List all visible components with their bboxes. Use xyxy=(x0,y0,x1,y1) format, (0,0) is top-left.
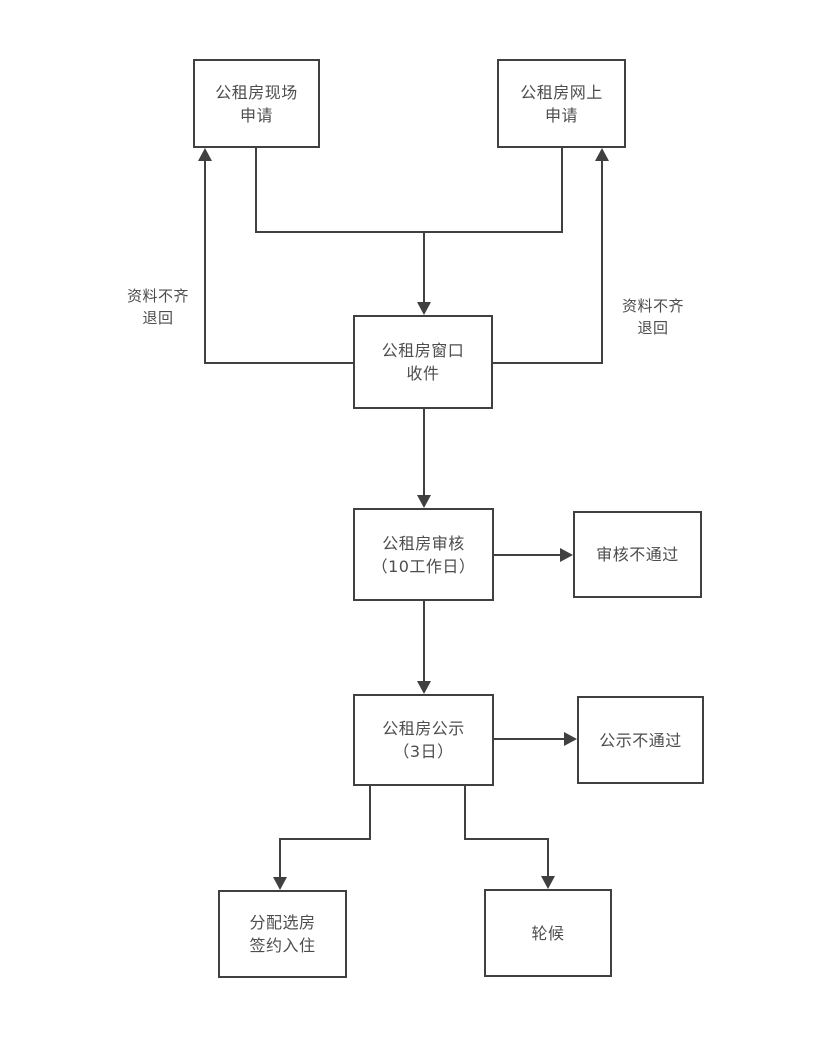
node-publicity: 公租房公示 （3日） xyxy=(353,694,494,786)
node-allocation-signing: 分配选房 签约入住 xyxy=(218,890,347,978)
edge-label-material-return-left: 资料不齐 退回 xyxy=(126,287,189,327)
node-review-rejected: 审核不通过 xyxy=(573,511,702,598)
node-online-application-label: 公租房网上 申请 xyxy=(520,82,603,125)
node-window-intake: 公租房窗口 收件 xyxy=(353,315,493,409)
node-waitlist-label: 轮候 xyxy=(531,923,565,943)
edge-window-return-to-onsite xyxy=(198,148,353,364)
edge-label-material-return-right: 资料不齐 退回 xyxy=(621,297,684,337)
node-publicity-rejected: 公示不通过 xyxy=(577,696,704,784)
node-review-label: 公租房审核 （10工作日） xyxy=(371,533,476,576)
node-publicity-rejected-label: 公示不通过 xyxy=(599,730,682,750)
node-publicity-label: 公租房公示 （3日） xyxy=(382,719,465,761)
node-onsite-application-label: 公租房现场 申请 xyxy=(215,82,298,125)
edge-review-to-publicity xyxy=(417,601,431,694)
edge-publicity-to-waitlist xyxy=(464,786,555,889)
node-review-rejected-label: 审核不通过 xyxy=(596,545,679,564)
node-onsite-application: 公租房现场 申请 xyxy=(193,59,320,148)
edge-window-to-review xyxy=(417,409,431,508)
edge-onsite-online-merge-to-window xyxy=(255,148,563,315)
node-waitlist: 轮候 xyxy=(484,889,612,977)
edge-publicity-to-publicity-fail xyxy=(494,732,577,746)
node-online-application: 公租房网上 申请 xyxy=(497,59,626,148)
node-allocation-signing-label: 分配选房 签约入住 xyxy=(249,913,316,955)
edge-publicity-to-allocation xyxy=(273,786,371,890)
edge-review-to-review-fail xyxy=(494,548,573,562)
edge-window-return-to-online xyxy=(493,148,609,364)
node-review: 公租房审核 （10工作日） xyxy=(353,508,494,601)
node-window-intake-label: 公租房窗口 收件 xyxy=(381,341,465,383)
